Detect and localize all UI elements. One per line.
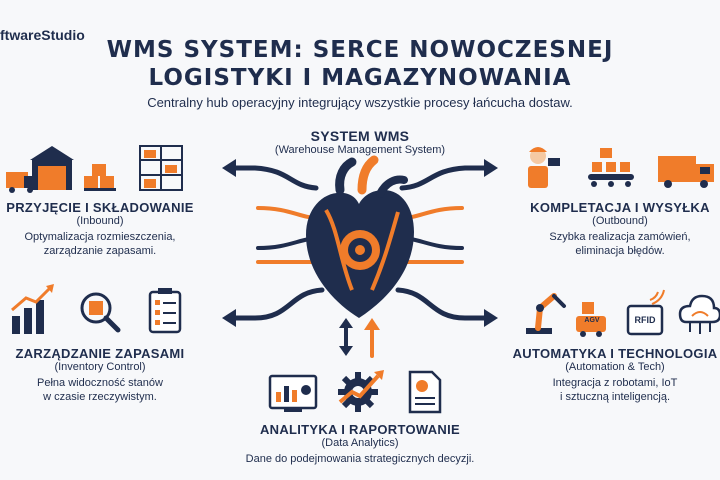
- arrow-lower-right-head: [484, 309, 498, 327]
- inventory-description: Pełna widoczność stanów w czasie rzeczyw…: [0, 376, 200, 404]
- arrow-upper-left-head: [222, 159, 236, 177]
- arrow-up-head: [364, 318, 380, 330]
- delivery-truck-icon: [658, 156, 714, 188]
- line-left-1: [256, 206, 320, 220]
- inbound-desc-line-2: zarządzanie zapasami.: [43, 245, 157, 257]
- center-block: SYSTEM WMS (Warehouse Management System): [240, 128, 480, 156]
- warehouse-truck-icon: [6, 146, 74, 193]
- automation-subtitle: (Automation & Tech): [565, 361, 665, 373]
- racks-icon: [139, 145, 183, 191]
- inbound-title: PRZYJĘCIE I SKŁADOWANIE: [6, 200, 194, 215]
- outbound-title: KOMPLETACJA I WYSYŁKA: [530, 200, 710, 215]
- outbound-desc-line-1: Szybka realizacja zamówień,: [549, 231, 691, 243]
- agv-label: AGV: [584, 317, 600, 324]
- automation-description: Integracja z robotami, IoT i sztuczną in…: [510, 376, 720, 404]
- inventory-subtitle: (Inventory Control): [54, 361, 146, 373]
- arrow-upper-right: [399, 165, 491, 191]
- arrow-lower-right: [395, 287, 491, 321]
- bar-chart-icon: [11, 284, 54, 334]
- inbound-desc-line-1: Optymalizacja rozmieszczenia,: [24, 231, 176, 243]
- analytics-subtitle: (Data Analytics): [321, 437, 399, 449]
- worker-scanner-icon: [528, 147, 560, 188]
- outbound-desc-line-2: eliminacja błędów.: [575, 245, 665, 257]
- inbound-block: PRZYJĘCIE I SKŁADOWANIE (Inbound) Optyma…: [0, 200, 200, 258]
- inbound-subtitle: (Inbound): [76, 215, 124, 227]
- report-document-icon: [408, 370, 442, 414]
- automation-title: AUTOMATYKA I TECHNOLOGIA: [512, 346, 718, 361]
- analytics-description: Dane do podejmowania strategicznych decy…: [245, 453, 475, 465]
- arrow-down-head-bottom: [339, 346, 353, 356]
- arrow-lower-left-head: [222, 309, 236, 327]
- agv-robot-icon: [576, 302, 606, 337]
- outbound-block: KOMPLETACJA I WYSYŁKA (Outbound) Szybka …: [520, 200, 720, 258]
- automation-desc-line-2: i sztuczną inteligencją.: [559, 391, 671, 403]
- inventory-desc-line-1: Pełna widoczność stanów: [37, 377, 163, 389]
- arrow-upper-right-head: [484, 159, 498, 177]
- center-subtitle: (Warehouse Management System): [274, 144, 446, 156]
- arrow-lower-left: [229, 287, 325, 321]
- boxes-icon: [84, 164, 116, 191]
- magnifier-box-icon: [80, 292, 121, 333]
- conveyor-icon: [588, 148, 634, 187]
- brand-name: ftwareStudio: [0, 27, 85, 43]
- dashboard-monitor-icon: [268, 374, 318, 412]
- inbound-description: Optymalizacja rozmieszczenia, zarządzani…: [0, 230, 200, 258]
- robot-arm-icon: [526, 293, 566, 334]
- automation-block: AUTOMATYKA I TECHNOLOGIA (Automation & T…: [510, 346, 720, 404]
- automation-desc-line-1: Integracja z robotami, IoT: [552, 377, 678, 389]
- cloud-iot-icon: [678, 294, 720, 334]
- page-subtitle: Centralny hub operacyjny integrujący wsz…: [147, 95, 573, 110]
- arrow-down-head-top: [339, 318, 353, 328]
- page-title-line-1: WMS SYSTEM: SERCE NOWOCZESNEJ: [106, 37, 614, 63]
- heart-icon: [306, 155, 414, 318]
- checklist-icon: [148, 288, 182, 334]
- inventory-title: ZARZĄDZANIE ZAPASAMI: [15, 346, 185, 361]
- inventory-desc-line-2: w czasie rzeczywistym.: [43, 391, 157, 403]
- inventory-block: ZARZĄDZANIE ZAPASAMI (Inventory Control)…: [0, 346, 200, 404]
- gear-growth-icon: [338, 370, 384, 412]
- page-title-line-2: LOGISTYKI I MAGAZYNOWANIA: [148, 65, 572, 91]
- rfid-label: RFID: [634, 315, 656, 325]
- outbound-subtitle: (Outbound): [592, 215, 648, 227]
- analytics-title: ANALITYKA I RAPORTOWANIE: [259, 422, 461, 437]
- outbound-description: Szybka realizacja zamówień, eliminacja b…: [520, 230, 720, 258]
- analytics-block: ANALITYKA I RAPORTOWANIE (Data Analytics…: [200, 422, 520, 466]
- arrow-upper-left: [229, 165, 319, 191]
- center-title: SYSTEM WMS: [310, 128, 410, 144]
- rfid-tag-icon: [626, 289, 665, 336]
